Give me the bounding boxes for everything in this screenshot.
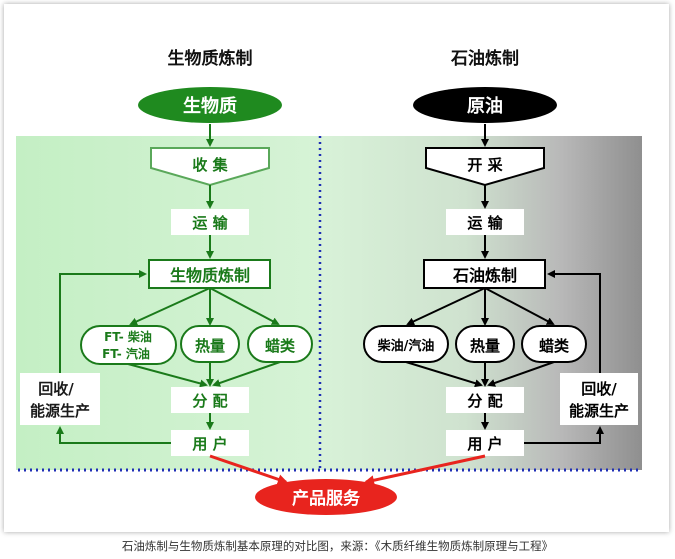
right-user-box xyxy=(446,430,524,456)
right-transport-box xyxy=(446,209,524,235)
right-collect-shape xyxy=(425,147,545,187)
right-distribute-box xyxy=(446,387,524,413)
left-user-label: 用 户 xyxy=(192,435,227,453)
right-distribute-label: 分 配 xyxy=(467,392,502,410)
left-product-ft-diesel-label: FT- 柴油 xyxy=(104,329,152,344)
left-product-wax-label: 蜡类 xyxy=(265,337,296,355)
right-refine-label: 石油炼制 xyxy=(452,266,517,285)
right-title: 石油炼制 xyxy=(450,48,519,69)
right-user-label: 用 户 xyxy=(467,435,502,453)
diagram-frame: 生物质炼制 石油炼制 生物质 收 集 运 输 生物质炼制 FT- 柴油 FT- … xyxy=(4,4,669,532)
left-product-ft-gasoline-label: FT- 汽油 xyxy=(102,346,150,361)
right-product-wax-label: 蜡类 xyxy=(539,337,570,355)
left-transport-label: 运 输 xyxy=(192,214,228,232)
right-collect-label: 开 采 xyxy=(467,156,503,174)
right-refine-box xyxy=(423,259,546,289)
right-source-label: 原油 xyxy=(467,95,503,117)
right-recycle-line2: 能源生产 xyxy=(569,402,629,420)
left-product-heat-label: 热量 xyxy=(195,337,225,355)
figure-caption: 石油炼制与生物质炼制基本原理的对比图，来源：《木质纤维生物质炼制原理与工程》 xyxy=(121,539,554,553)
left-user-box xyxy=(171,430,249,456)
left-recycle-line2: 能源生产 xyxy=(30,402,90,420)
left-recycle-box xyxy=(20,373,100,425)
right-product-fuel-label: 柴油/汽油 xyxy=(377,338,435,354)
comparison-diagram: 生物质炼制 石油炼制 生物质 收 集 运 输 生物质炼制 FT- 柴油 FT- … xyxy=(16,48,642,515)
right-source-ellipse xyxy=(413,87,557,123)
left-recycle-line1: 回收/ xyxy=(38,380,74,398)
left-refine-label: 生物质炼制 xyxy=(170,266,250,285)
left-collect-shape xyxy=(150,147,270,187)
product-service-label: 产品服务 xyxy=(292,488,361,509)
right-recycle-box xyxy=(560,373,638,425)
left-transport-box xyxy=(171,209,249,235)
left-title: 生物质炼制 xyxy=(168,48,253,69)
left-distribute-label: 分 配 xyxy=(192,392,227,410)
left-collect-label: 收 集 xyxy=(192,156,228,174)
left-source-label: 生物质 xyxy=(183,95,237,117)
right-transport-label: 运 输 xyxy=(467,214,503,232)
left-distribute-box xyxy=(171,387,249,413)
right-product-heat-label: 热量 xyxy=(470,337,500,355)
right-recycle-line1: 回收/ xyxy=(581,380,617,398)
left-source-ellipse xyxy=(138,87,282,123)
product-service-ellipse xyxy=(255,479,397,515)
